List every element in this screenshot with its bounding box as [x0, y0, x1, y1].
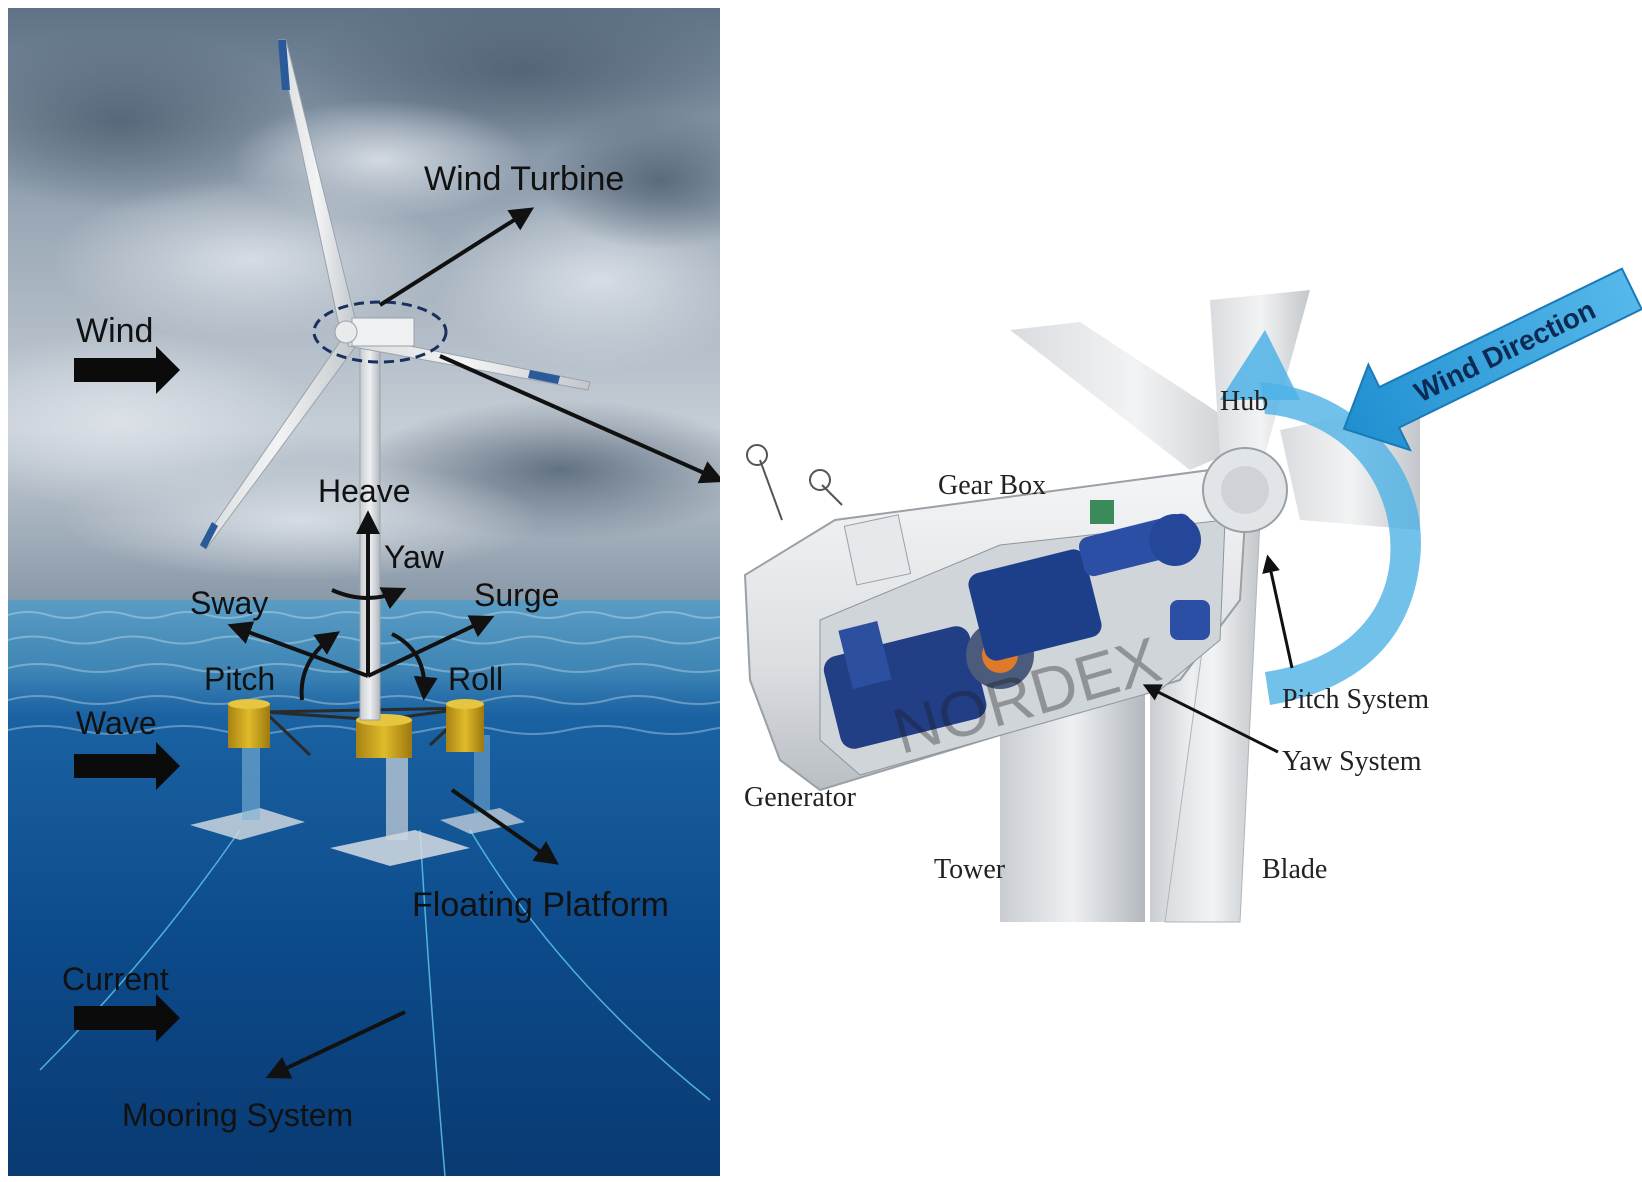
floating-platform-pointer: [450, 788, 559, 865]
wind-direction-arrow: Wind Direction: [1342, 267, 1642, 452]
label-yaw: Yaw: [384, 539, 445, 575]
label-surge: Surge: [474, 577, 559, 613]
yaw-arrow: [331, 587, 407, 610]
detail-pointer: [439, 354, 720, 484]
left-panel: Wind Turbine Wind Heave Yaw Sway Surge P…: [8, 8, 720, 1176]
mooring-system-pointer: [265, 1010, 406, 1079]
anemometer-masts: [746, 444, 843, 521]
current-load-arrow: [74, 994, 180, 1042]
nacelle-highlight-ellipse: [312, 300, 448, 364]
wave-load-arrow: [74, 742, 180, 790]
roll-arrow: [391, 632, 438, 701]
label-yaw-system: Yaw System: [1282, 746, 1422, 777]
drivetrain-machinery: [823, 500, 1210, 749]
label-floating-platform: Floating Platform: [412, 886, 669, 924]
floating-platform: [190, 699, 525, 866]
wind-turbine-pointer: [378, 207, 535, 307]
label-hub: Hub: [1220, 386, 1268, 417]
right-panel: NORDEX Wind Direction Hub Gear Box Pitch…: [743, 267, 1642, 923]
label-mooring-system: Mooring System: [122, 1097, 353, 1133]
rotation-arrow: [1260, 382, 1421, 705]
annotation-arrows: [227, 207, 720, 1079]
label-blade: Blade: [1262, 854, 1327, 885]
label-wave: Wave: [76, 705, 157, 741]
label-gear-box: Gear Box: [938, 470, 1046, 501]
turbine-rotor: [199, 39, 591, 550]
label-wind: Wind: [76, 312, 153, 350]
label-tower: Tower: [934, 854, 1006, 885]
platform-column-center: [356, 720, 412, 758]
gearbox-body: [968, 549, 1102, 661]
label-wind-direction: Wind Direction: [1409, 294, 1600, 408]
rotation-arrow-head: [1220, 330, 1300, 400]
platform-column-left: [228, 704, 270, 748]
label-pitch: Pitch: [204, 661, 275, 697]
label-heave: Heave: [318, 473, 411, 509]
label-pitch-system: Pitch System: [1282, 684, 1429, 715]
pitch-system-pointer: [1262, 554, 1294, 669]
load-arrows: [74, 346, 180, 1042]
label-roll: Roll: [448, 661, 503, 697]
blade-upper: [1010, 322, 1260, 470]
pitch-arrow: [299, 631, 340, 701]
yaw-system-pointer: [1142, 684, 1279, 754]
sway-arrow: [227, 621, 369, 678]
platform-column-right: [446, 704, 484, 752]
label-wind-turbine: Wind Turbine: [424, 160, 624, 198]
mooring-lines: [39, 829, 711, 1176]
label-current: Current: [62, 961, 169, 997]
wind-load-arrow: [74, 346, 180, 394]
surge-arrow: [367, 615, 495, 678]
label-generator: Generator: [744, 782, 857, 813]
label-sway: Sway: [190, 585, 268, 621]
